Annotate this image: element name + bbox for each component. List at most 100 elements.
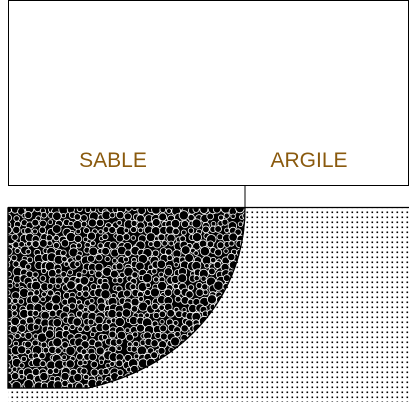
- sand-grain: [108, 309, 117, 318]
- sand-grain: [40, 220, 47, 227]
- sand-grain: [49, 310, 56, 317]
- sand-grain: [19, 363, 24, 368]
- sand-grain: [213, 206, 220, 213]
- sand-grain: [139, 296, 144, 301]
- sand-grain: [83, 237, 88, 242]
- sand-grain: [125, 250, 132, 257]
- sand-grain: [131, 236, 136, 241]
- sand-grain: [12, 311, 17, 316]
- sand-grain: [124, 228, 129, 233]
- sand-grain: [15, 248, 20, 253]
- sand-grain: [83, 307, 88, 312]
- sand-grain: [158, 234, 165, 241]
- sand-grain: [88, 304, 96, 312]
- sand-grain: [152, 219, 160, 227]
- sand-grain: [47, 290, 53, 296]
- sand-grain: [131, 298, 139, 306]
- sand-grain: [15, 283, 20, 288]
- sand-grain: [159, 213, 167, 221]
- sand-grain: [116, 339, 122, 345]
- sand-grain: [61, 214, 65, 218]
- sand-grain: [76, 229, 81, 234]
- sand-grain: [52, 225, 61, 234]
- sand-grain: [117, 277, 123, 283]
- sand-grain: [95, 271, 102, 278]
- sand-grain: [66, 360, 74, 368]
- sand-grain: [228, 253, 235, 260]
- sand-grain: [48, 220, 53, 225]
- sand-grain: [47, 241, 52, 246]
- sand-grain: [102, 234, 108, 240]
- sand-grain: [112, 258, 117, 263]
- sand-grain: [134, 354, 139, 359]
- sand-grain: [209, 268, 216, 275]
- sand-grain: [84, 228, 90, 234]
- sand-grain: [25, 212, 32, 219]
- sand-grain: [116, 235, 124, 243]
- sand-grain: [13, 242, 19, 248]
- sand-grain: [18, 299, 24, 305]
- sand-grain: [211, 221, 216, 226]
- sand-grain: [152, 250, 159, 257]
- sand-grain: [42, 292, 47, 297]
- sand-grain: [215, 249, 222, 256]
- sand-grain: [84, 325, 91, 332]
- sand-grain: [218, 215, 223, 220]
- sand-grain: [87, 255, 94, 262]
- sand-grain: [179, 211, 188, 220]
- sand-grain: [34, 290, 40, 296]
- sand-grain: [95, 316, 103, 324]
- sand-grain: [74, 214, 81, 221]
- sand-grain: [175, 331, 181, 337]
- sand-grain: [25, 332, 32, 339]
- sand-grain: [67, 281, 76, 290]
- sand-label: SABLE: [79, 149, 147, 172]
- sand-grain: [91, 369, 98, 376]
- sand-grain: [76, 353, 83, 360]
- sand-grain: [74, 373, 82, 381]
- sand-grain: [117, 346, 122, 351]
- sand-grain: [96, 254, 103, 261]
- sand-grain: [117, 220, 122, 225]
- sand-grain: [68, 270, 73, 275]
- sand-grain: [11, 305, 16, 310]
- sand-grain: [13, 261, 19, 267]
- sand-grain: [74, 235, 82, 243]
- sand-grain: [41, 212, 47, 218]
- sand-grain: [43, 347, 49, 353]
- sand-grain: [5, 262, 10, 267]
- sand-grain: [26, 249, 31, 254]
- sand-grain: [152, 205, 161, 214]
- sand-grain: [48, 269, 56, 277]
- sand-grain: [110, 362, 115, 367]
- sand-grain: [26, 264, 31, 269]
- sand-grain: [125, 328, 130, 333]
- sand-grain: [96, 347, 104, 355]
- sand-grain: [153, 277, 158, 282]
- sand-grain: [13, 226, 20, 233]
- sand-grain: [12, 234, 18, 240]
- sand-grain: [150, 288, 159, 297]
- sand-grain: [167, 255, 173, 261]
- sand-grain: [224, 213, 229, 218]
- sand-grain: [11, 255, 17, 261]
- sand-grain: [160, 325, 167, 332]
- sand-grain: [89, 270, 94, 275]
- sand-grain: [53, 338, 62, 347]
- sand-grain: [159, 311, 166, 318]
- sand-grain: [11, 372, 18, 379]
- sand-grain: [181, 246, 190, 255]
- sand-grain: [137, 324, 145, 332]
- sand-grain: [175, 296, 181, 302]
- sand-grain: [215, 226, 222, 233]
- sand-grain: [124, 290, 131, 297]
- sand-grain: [188, 285, 194, 291]
- sand-grain: [56, 268, 62, 274]
- sand-grain: [69, 303, 75, 309]
- sand-grain: [162, 241, 168, 247]
- sand-grain: [45, 330, 54, 339]
- sand-grain: [138, 228, 143, 233]
- sand-grain: [173, 228, 180, 235]
- sand-grain: [167, 309, 175, 317]
- sand-grain: [164, 289, 172, 297]
